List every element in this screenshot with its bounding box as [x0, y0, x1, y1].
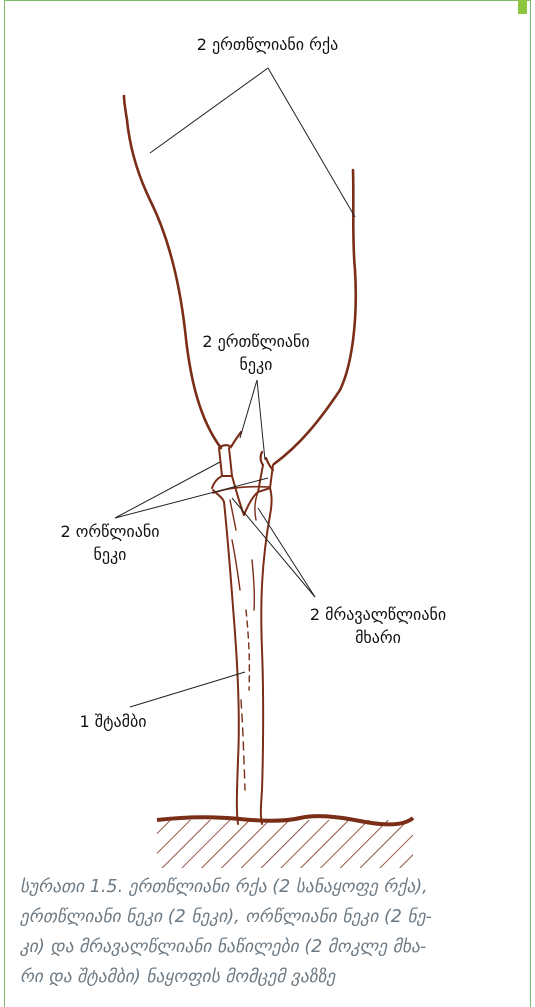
soil-ground [157, 816, 413, 868]
trunk-shape [224, 502, 270, 824]
perennial-arms-shape [212, 476, 272, 530]
figure-caption: სურათი 1.5. ერთწლიანი რქა (2 სანაყოფე რქ… [20, 872, 515, 992]
annual-canes-label: 2 ერთწლიანი რქა [180, 33, 355, 56]
grapevine-diagram [0, 0, 535, 870]
trunk-label: 1 შტამბი [58, 710, 168, 733]
biennial-spurs-label: 2 ორწლიანი ნეკი [45, 520, 175, 566]
annual-spurs-label: 2 ერთწლიანი ნეკი [181, 330, 331, 376]
perennial-arms-label: 2 მრავალწლიანი მხარი [303, 603, 453, 649]
annual-spurs-shape [219, 432, 273, 470]
annual-canes-shape [124, 96, 356, 464]
